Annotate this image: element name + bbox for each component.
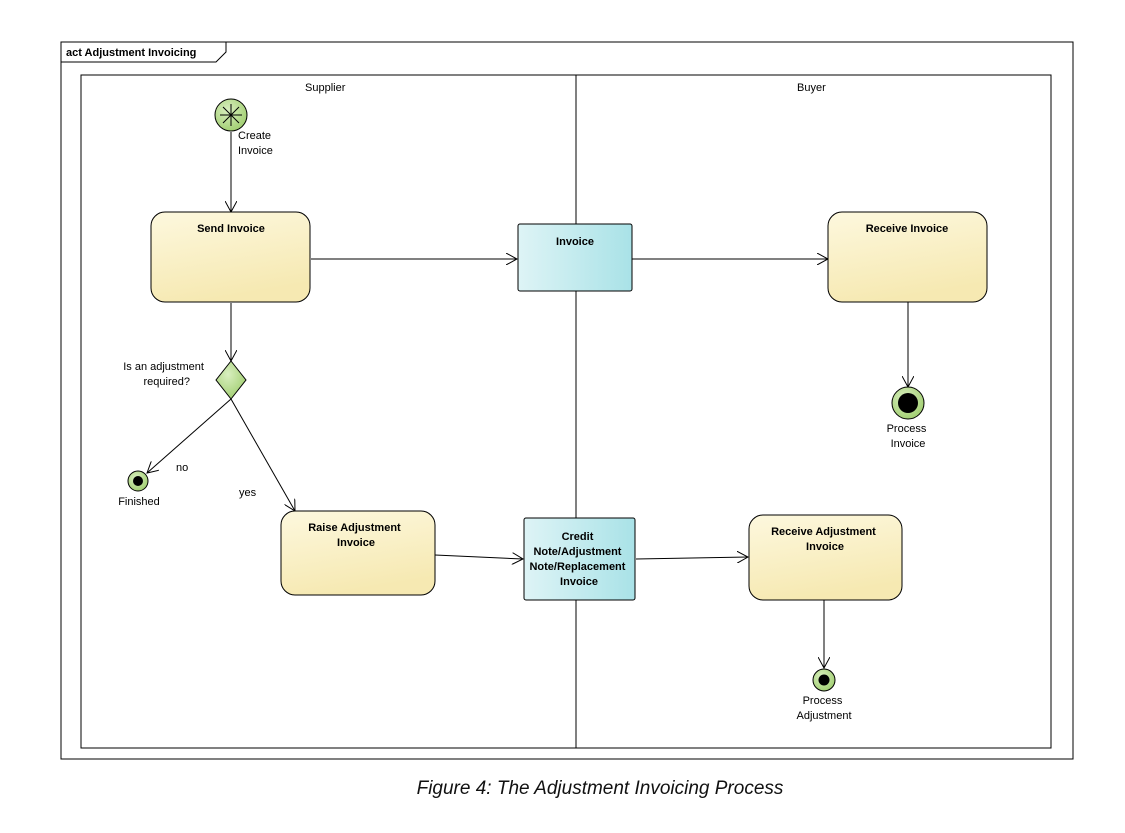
credit-note-label: Credit Note/Adjustment Note/Replacement …: [529, 531, 628, 588]
receive-adjustment-label: Receive Adjustment Invoice: [771, 526, 879, 553]
edge-credit-to-receive-adjustment: [635, 557, 748, 559]
receive-invoice-label: Receive Invoice: [866, 223, 949, 235]
edges: [147, 132, 908, 668]
decision-label: Is an adjustment required?: [123, 361, 207, 388]
finished-final-node[interactable]: Finished: [118, 470, 160, 508]
guard-no-label: no: [176, 462, 188, 474]
figure-caption: Figure 4: The Adjustment Invoicing Proce…: [416, 778, 784, 799]
adjustment-decision-node[interactable]: Is an adjustment required?: [123, 360, 247, 400]
raise-adjustment-label: Raise Adjustment Invoice: [308, 522, 404, 549]
invoice-object-label: Invoice: [556, 236, 594, 248]
send-invoice-action[interactable]: Send Invoice: [150, 211, 311, 303]
start-node[interactable]: Create Invoice: [214, 98, 274, 157]
raise-adjustment-invoice-action[interactable]: Raise Adjustment Invoice: [280, 510, 436, 596]
process-adjustment-label: Process Adjustment: [796, 695, 851, 722]
send-invoice-label: Send Invoice: [197, 223, 265, 235]
edge-raise-to-credit: [434, 555, 523, 559]
process-adjustment-final-node[interactable]: Process Adjustment: [796, 668, 852, 722]
finished-label: Finished: [118, 496, 160, 508]
guard-yes-label: yes: [239, 487, 257, 499]
diagram-frame: act Adjustment Invoicing: [60, 41, 1074, 760]
process-invoice-label: Process Invoice: [887, 423, 930, 450]
frame-title: act Adjustment Invoicing: [66, 47, 196, 59]
start-label: Create Invoice: [238, 130, 274, 157]
receive-invoice-action[interactable]: Receive Invoice: [827, 211, 988, 303]
receive-adjustment-invoice-action[interactable]: Receive Adjustment Invoice: [748, 514, 903, 601]
edge-decision-yes: [230, 398, 295, 511]
process-invoice-final-node[interactable]: Process Invoice: [887, 386, 930, 450]
lane-supplier-label: Supplier: [305, 82, 346, 94]
swimlanes: Supplier Buyer: [80, 74, 1052, 749]
credit-note-object[interactable]: Credit Note/Adjustment Note/Replacement …: [523, 517, 636, 601]
invoice-object[interactable]: Invoice: [517, 223, 633, 292]
lane-buyer-label: Buyer: [797, 82, 826, 94]
edge-decision-no: [147, 398, 232, 473]
asterisk-icon: [220, 104, 242, 126]
